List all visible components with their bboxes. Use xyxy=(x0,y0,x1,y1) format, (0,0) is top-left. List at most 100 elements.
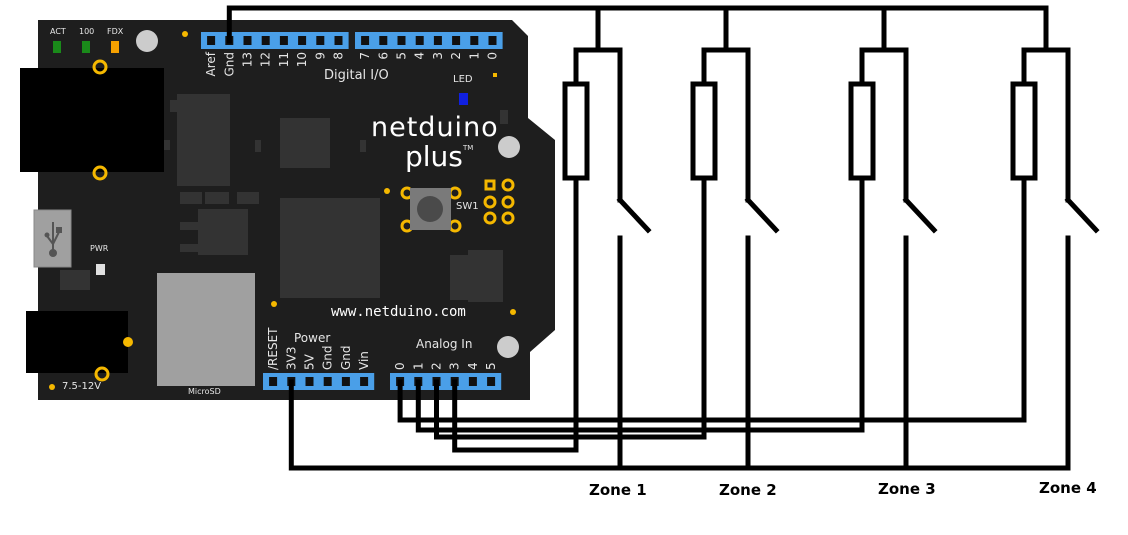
board-url: www.netduino.com xyxy=(331,304,466,320)
digital-right-pin xyxy=(379,36,388,45)
resistor-icon xyxy=(562,81,590,181)
pin-label: 0 xyxy=(486,52,500,60)
pin-label: 5 xyxy=(395,52,409,60)
power-pin xyxy=(305,377,314,386)
sw1-label: SW1 xyxy=(456,201,479,212)
pin-label: 13 xyxy=(241,52,255,67)
resistor-icon xyxy=(848,81,876,181)
wire-analog-3 xyxy=(452,175,579,453)
board-name-line2: plus xyxy=(405,140,463,173)
switch-icon xyxy=(744,196,780,234)
digital-left-pin xyxy=(316,36,325,45)
zone-label-1: Zone 1 xyxy=(589,481,647,499)
led-act xyxy=(53,41,61,53)
pin-label: 9 xyxy=(313,52,327,60)
pin-label: 3V3 xyxy=(284,347,298,370)
led-label: LED xyxy=(453,74,473,85)
digital-left-strip xyxy=(201,32,349,49)
pin-label: Vin xyxy=(357,351,371,370)
mounting-hole xyxy=(497,336,519,358)
switch-icon xyxy=(902,196,938,234)
mounting-hole xyxy=(136,30,158,52)
digital-right-pin xyxy=(433,36,442,45)
pin-label: Aref xyxy=(204,51,218,76)
digital-left-pin xyxy=(261,36,270,45)
analog-pin xyxy=(487,377,496,386)
power-header-label: Power xyxy=(294,331,331,345)
led-pwr xyxy=(96,264,105,275)
sw1-button xyxy=(400,186,462,233)
power-pin xyxy=(269,377,278,386)
led-label-act: ACT xyxy=(50,27,66,36)
switch-icon xyxy=(1064,196,1100,234)
digital-header-right xyxy=(355,32,503,49)
digital-right-pin xyxy=(361,36,370,45)
power-jack xyxy=(26,311,128,373)
digital-right-pin xyxy=(415,36,424,45)
pin-label: 5V xyxy=(303,353,317,370)
pin-label: 12 xyxy=(259,52,273,67)
pin-label: 2 xyxy=(449,52,463,60)
ethernet-pad xyxy=(92,165,108,181)
power-pad xyxy=(94,366,110,382)
pin-label: 4 xyxy=(466,362,480,370)
digital-right-strip xyxy=(355,32,503,49)
led-100 xyxy=(82,41,90,53)
pin-label: 1 xyxy=(467,52,481,60)
power-strip xyxy=(263,373,375,390)
pin-label: 0 xyxy=(393,362,407,370)
pin-label: 2 xyxy=(430,362,444,370)
wire-analog-0 xyxy=(397,175,1027,423)
digital-left-pin xyxy=(243,36,252,45)
pin-label: 8 xyxy=(332,52,346,60)
digital-header-left xyxy=(201,32,349,49)
trademark: TM xyxy=(463,144,474,152)
digital-left-pin xyxy=(279,36,288,45)
wire-analog-1 xyxy=(415,175,865,433)
ethernet-pad xyxy=(92,59,108,75)
zone-label-4: Zone 4 xyxy=(1039,479,1097,497)
power-pad xyxy=(123,337,133,347)
pin-label: Gnd xyxy=(339,345,353,370)
board-name: netduino xyxy=(371,112,499,143)
pin-label: /RESET xyxy=(266,327,280,370)
zone-label-2: Zone 2 xyxy=(719,481,777,499)
pad-dot xyxy=(384,188,390,194)
power-dot xyxy=(49,384,55,390)
led-label-100: 100 xyxy=(79,27,95,36)
usb-icon xyxy=(44,222,62,257)
pin-label: 10 xyxy=(295,52,309,67)
pwr-label: PWR xyxy=(90,244,109,253)
wire-analog-2 xyxy=(434,175,707,440)
switch-icon xyxy=(616,196,652,234)
pin-label: Gnd xyxy=(222,52,236,77)
power-header xyxy=(263,373,375,390)
pin-label: 4 xyxy=(413,52,427,60)
pin-label: 5 xyxy=(484,362,498,370)
led-user xyxy=(459,93,468,105)
digital-left-pin xyxy=(334,36,343,45)
power-input-label: 7.5-12V xyxy=(62,381,102,392)
analog-header xyxy=(390,373,502,390)
power-pin xyxy=(360,377,369,386)
analog-strip xyxy=(390,373,502,390)
led-fdx xyxy=(111,41,119,53)
ethernet-jack xyxy=(20,68,164,172)
power-pin xyxy=(323,377,332,386)
digital-right-pin xyxy=(488,36,497,45)
digital-right-pin xyxy=(470,36,479,45)
power-pin xyxy=(341,377,350,386)
pad-dot xyxy=(271,301,277,307)
pin-label: 11 xyxy=(277,52,291,67)
icsp-header xyxy=(483,178,515,225)
pin-label: 1 xyxy=(411,362,425,370)
pad-dot xyxy=(510,309,516,315)
digital-right-pin xyxy=(452,36,461,45)
analog-header-label: Analog In xyxy=(416,337,473,351)
led-label-fdx: FDX xyxy=(107,27,124,36)
wires xyxy=(226,5,1100,471)
pin-label: 3 xyxy=(431,52,445,60)
